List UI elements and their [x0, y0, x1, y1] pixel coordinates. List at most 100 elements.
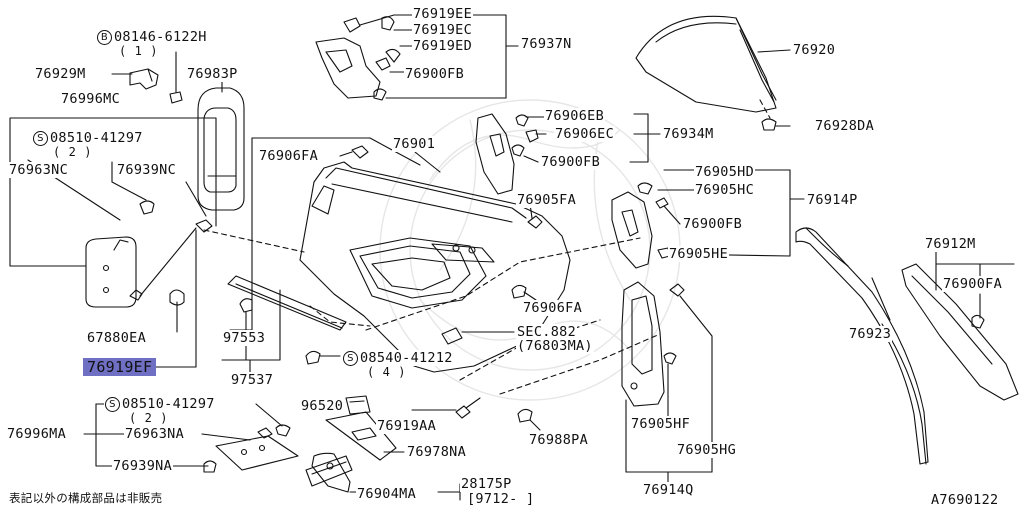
- bolt-08146-shape: [169, 59, 183, 104]
- label-08540-qty: ( 4 ): [367, 365, 407, 379]
- dashed-guides-2: [309, 305, 371, 327]
- screw-symbol-icon: S: [105, 397, 120, 412]
- quarter-trim-76901-shape: [299, 161, 571, 373]
- label-97537[interactable]: 97537: [230, 372, 275, 388]
- label-76900fb-top[interactable]: 76900FB: [404, 66, 465, 82]
- clip-76939nc-shape: [129, 200, 213, 306]
- pillar-76937n-shape: [315, 16, 401, 101]
- leader-76923: [871, 277, 891, 321]
- pillar-76914q-shape: [621, 281, 685, 407]
- leader-76934m-group: [523, 113, 661, 163]
- footer-note: 表記以外の構成部品は非販売: [9, 491, 163, 505]
- clip-76906fa-top: [339, 145, 369, 159]
- panel-76978na-shape: [325, 411, 397, 461]
- dashed-guides-3: [365, 237, 641, 331]
- label-76919ec[interactable]: 76919EC: [412, 22, 473, 38]
- label-76900fa[interactable]: 76900FA: [942, 276, 1003, 292]
- label-67880ea[interactable]: 67880EA: [86, 330, 147, 346]
- trim-strip-97537-shape: [227, 275, 347, 331]
- label-76906fa-top[interactable]: 76906FA: [258, 148, 319, 164]
- lamp-housing-76983p-shape: [197, 87, 245, 211]
- label-76928da[interactable]: 76928DA: [814, 118, 875, 134]
- item-sec882-shape: [441, 327, 515, 345]
- label-76939na[interactable]: 76939NA: [112, 458, 173, 474]
- label-76937n[interactable]: 76937N: [520, 36, 573, 52]
- dashed-guides-4: [459, 319, 601, 381]
- leader-76919ef: [154, 229, 197, 368]
- label-76905hg[interactable]: 76905HG: [676, 442, 737, 458]
- label-08510b-qty: ( 2 ): [129, 411, 169, 425]
- label-76983p[interactable]: 76983P: [186, 66, 239, 82]
- label-76920[interactable]: 76920: [792, 42, 837, 58]
- label-76900fb-right[interactable]: 76900FB: [682, 216, 743, 232]
- label-76939nc[interactable]: 76939NC: [116, 162, 177, 178]
- label-76919ef-highlighted[interactable]: 76919EF: [83, 358, 157, 376]
- label-08510a-code: 08510-41297: [50, 130, 143, 146]
- label-76905hc[interactable]: 76905HC: [694, 182, 755, 198]
- label-76923[interactable]: 76923: [848, 326, 893, 342]
- leader-76912m-group: [935, 251, 1015, 319]
- screw-symbol-icon: S: [343, 351, 358, 366]
- weatherstrip-76923-shape: [795, 227, 929, 465]
- label-76905hf[interactable]: 76905HF: [630, 416, 691, 432]
- screw-08540-shape: [305, 350, 341, 365]
- bracket-76996mc-shape: [85, 236, 137, 308]
- label-76901[interactable]: 76901: [392, 136, 437, 152]
- label-76906eb[interactable]: 76906EB: [544, 108, 605, 124]
- label-76905fa[interactable]: 76905FA: [516, 192, 577, 208]
- label-9712: [9712- ]: [466, 491, 536, 507]
- label-76978na[interactable]: 76978NA: [406, 444, 467, 460]
- label-76934m[interactable]: 76934M: [662, 126, 715, 142]
- label-76906ec[interactable]: 76906EC: [554, 126, 615, 142]
- bolt-symbol-icon: B: [97, 30, 112, 45]
- clip-97553-shape: [239, 298, 253, 313]
- label-76914q[interactable]: 76914Q: [642, 482, 695, 498]
- label-97553[interactable]: 97553: [222, 330, 267, 346]
- label-76919aa[interactable]: 76919AA: [376, 418, 437, 434]
- panel-76920-shape: [635, 15, 777, 113]
- dashed-guides: [203, 229, 305, 253]
- label-76914p[interactable]: 76914P: [806, 192, 859, 208]
- switch-96520-shape: [345, 395, 371, 415]
- leader-08510b: [255, 403, 283, 427]
- screw-76919aa-shape: [455, 397, 481, 419]
- label-76963nc[interactable]: 76963NC: [8, 162, 69, 178]
- pillar-76914p-shape: [611, 182, 671, 269]
- label-76963na[interactable]: 76963NA: [124, 426, 185, 442]
- label-76906fa-right[interactable]: 76906FA: [522, 300, 583, 316]
- label-76919ee[interactable]: 76919EE: [412, 6, 473, 22]
- label-76905he[interactable]: 76905HE: [668, 246, 729, 262]
- label-76912m[interactable]: 76912M: [924, 236, 977, 252]
- label-08146-qty: ( 1 ): [119, 44, 159, 58]
- clip-76929m-shape: [129, 68, 159, 90]
- label-08540-code: 08540-41212: [360, 350, 453, 366]
- screw-symbol-icon: S: [33, 131, 48, 146]
- plate-76996ma-shape: [203, 424, 299, 473]
- label-76929m[interactable]: 76929M: [34, 66, 87, 82]
- label-76996mc[interactable]: 76996MC: [60, 91, 121, 107]
- label-76988pa[interactable]: 76988PA: [528, 432, 589, 448]
- label-76904ma[interactable]: 76904MA: [356, 486, 417, 502]
- label-96520[interactable]: 96520: [300, 398, 345, 414]
- clip-76928da-shape: [761, 118, 791, 131]
- label-76905hd[interactable]: 76905HD: [694, 164, 755, 180]
- label-76900fb-mid[interactable]: 76900FB: [540, 154, 601, 170]
- label-08510a-qty: ( 2 ): [53, 145, 93, 159]
- leader-76939nc-b: [139, 227, 197, 297]
- label-08146-code: 08146-6122H: [114, 29, 207, 45]
- label-sec882-sub: (76803MA): [516, 338, 594, 354]
- leader-76920: [757, 49, 791, 53]
- label-76919ed[interactable]: 76919ED: [412, 38, 473, 54]
- label-sec882[interactable]: SEC.882: [516, 324, 577, 340]
- pillar-76934m-shape: [475, 113, 539, 195]
- clip-76988pa-shape: [517, 408, 541, 431]
- label-76996ma[interactable]: 76996MA: [6, 426, 67, 442]
- dashed-76920: [759, 99, 771, 119]
- label-28175p[interactable]: 28175P: [460, 476, 513, 492]
- dashed-guides-5: [499, 333, 661, 395]
